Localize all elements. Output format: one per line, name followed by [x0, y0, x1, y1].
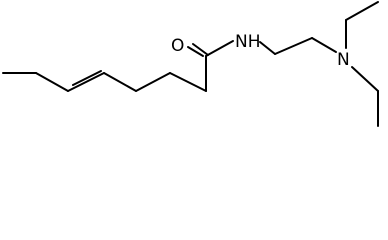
- bond-ch2-n: [311, 37, 337, 53]
- bond-ch2-ch2: [274, 37, 313, 55]
- structure-canvas: O NH N: [2, 1, 379, 127]
- oxygen-atom-label: O: [171, 36, 184, 56]
- bond-c1-n: [205, 40, 234, 57]
- amide-nitrogen-label: NH: [235, 32, 261, 52]
- amine-nitrogen-label: N: [337, 50, 350, 70]
- bond-c5-c4: [103, 72, 137, 92]
- bond-n-ethyl2-ch2: [351, 66, 379, 92]
- molecule-structure: O NH N: [2, 1, 379, 127]
- bond-c1-o-left: [187, 46, 204, 57]
- bond-ethyl1-ch3: [345, 1, 379, 21]
- bond-c3-c2: [169, 72, 207, 92]
- bond-c6-c5-double-outer: [67, 72, 105, 92]
- bond-c6-c5-double-inner: [72, 70, 102, 86]
- bond-c7-c6: [35, 72, 69, 92]
- bond-c1-o-right: [192, 43, 209, 56]
- bond-n-ch2: [259, 41, 276, 55]
- bond-c4-c3: [135, 72, 171, 92]
